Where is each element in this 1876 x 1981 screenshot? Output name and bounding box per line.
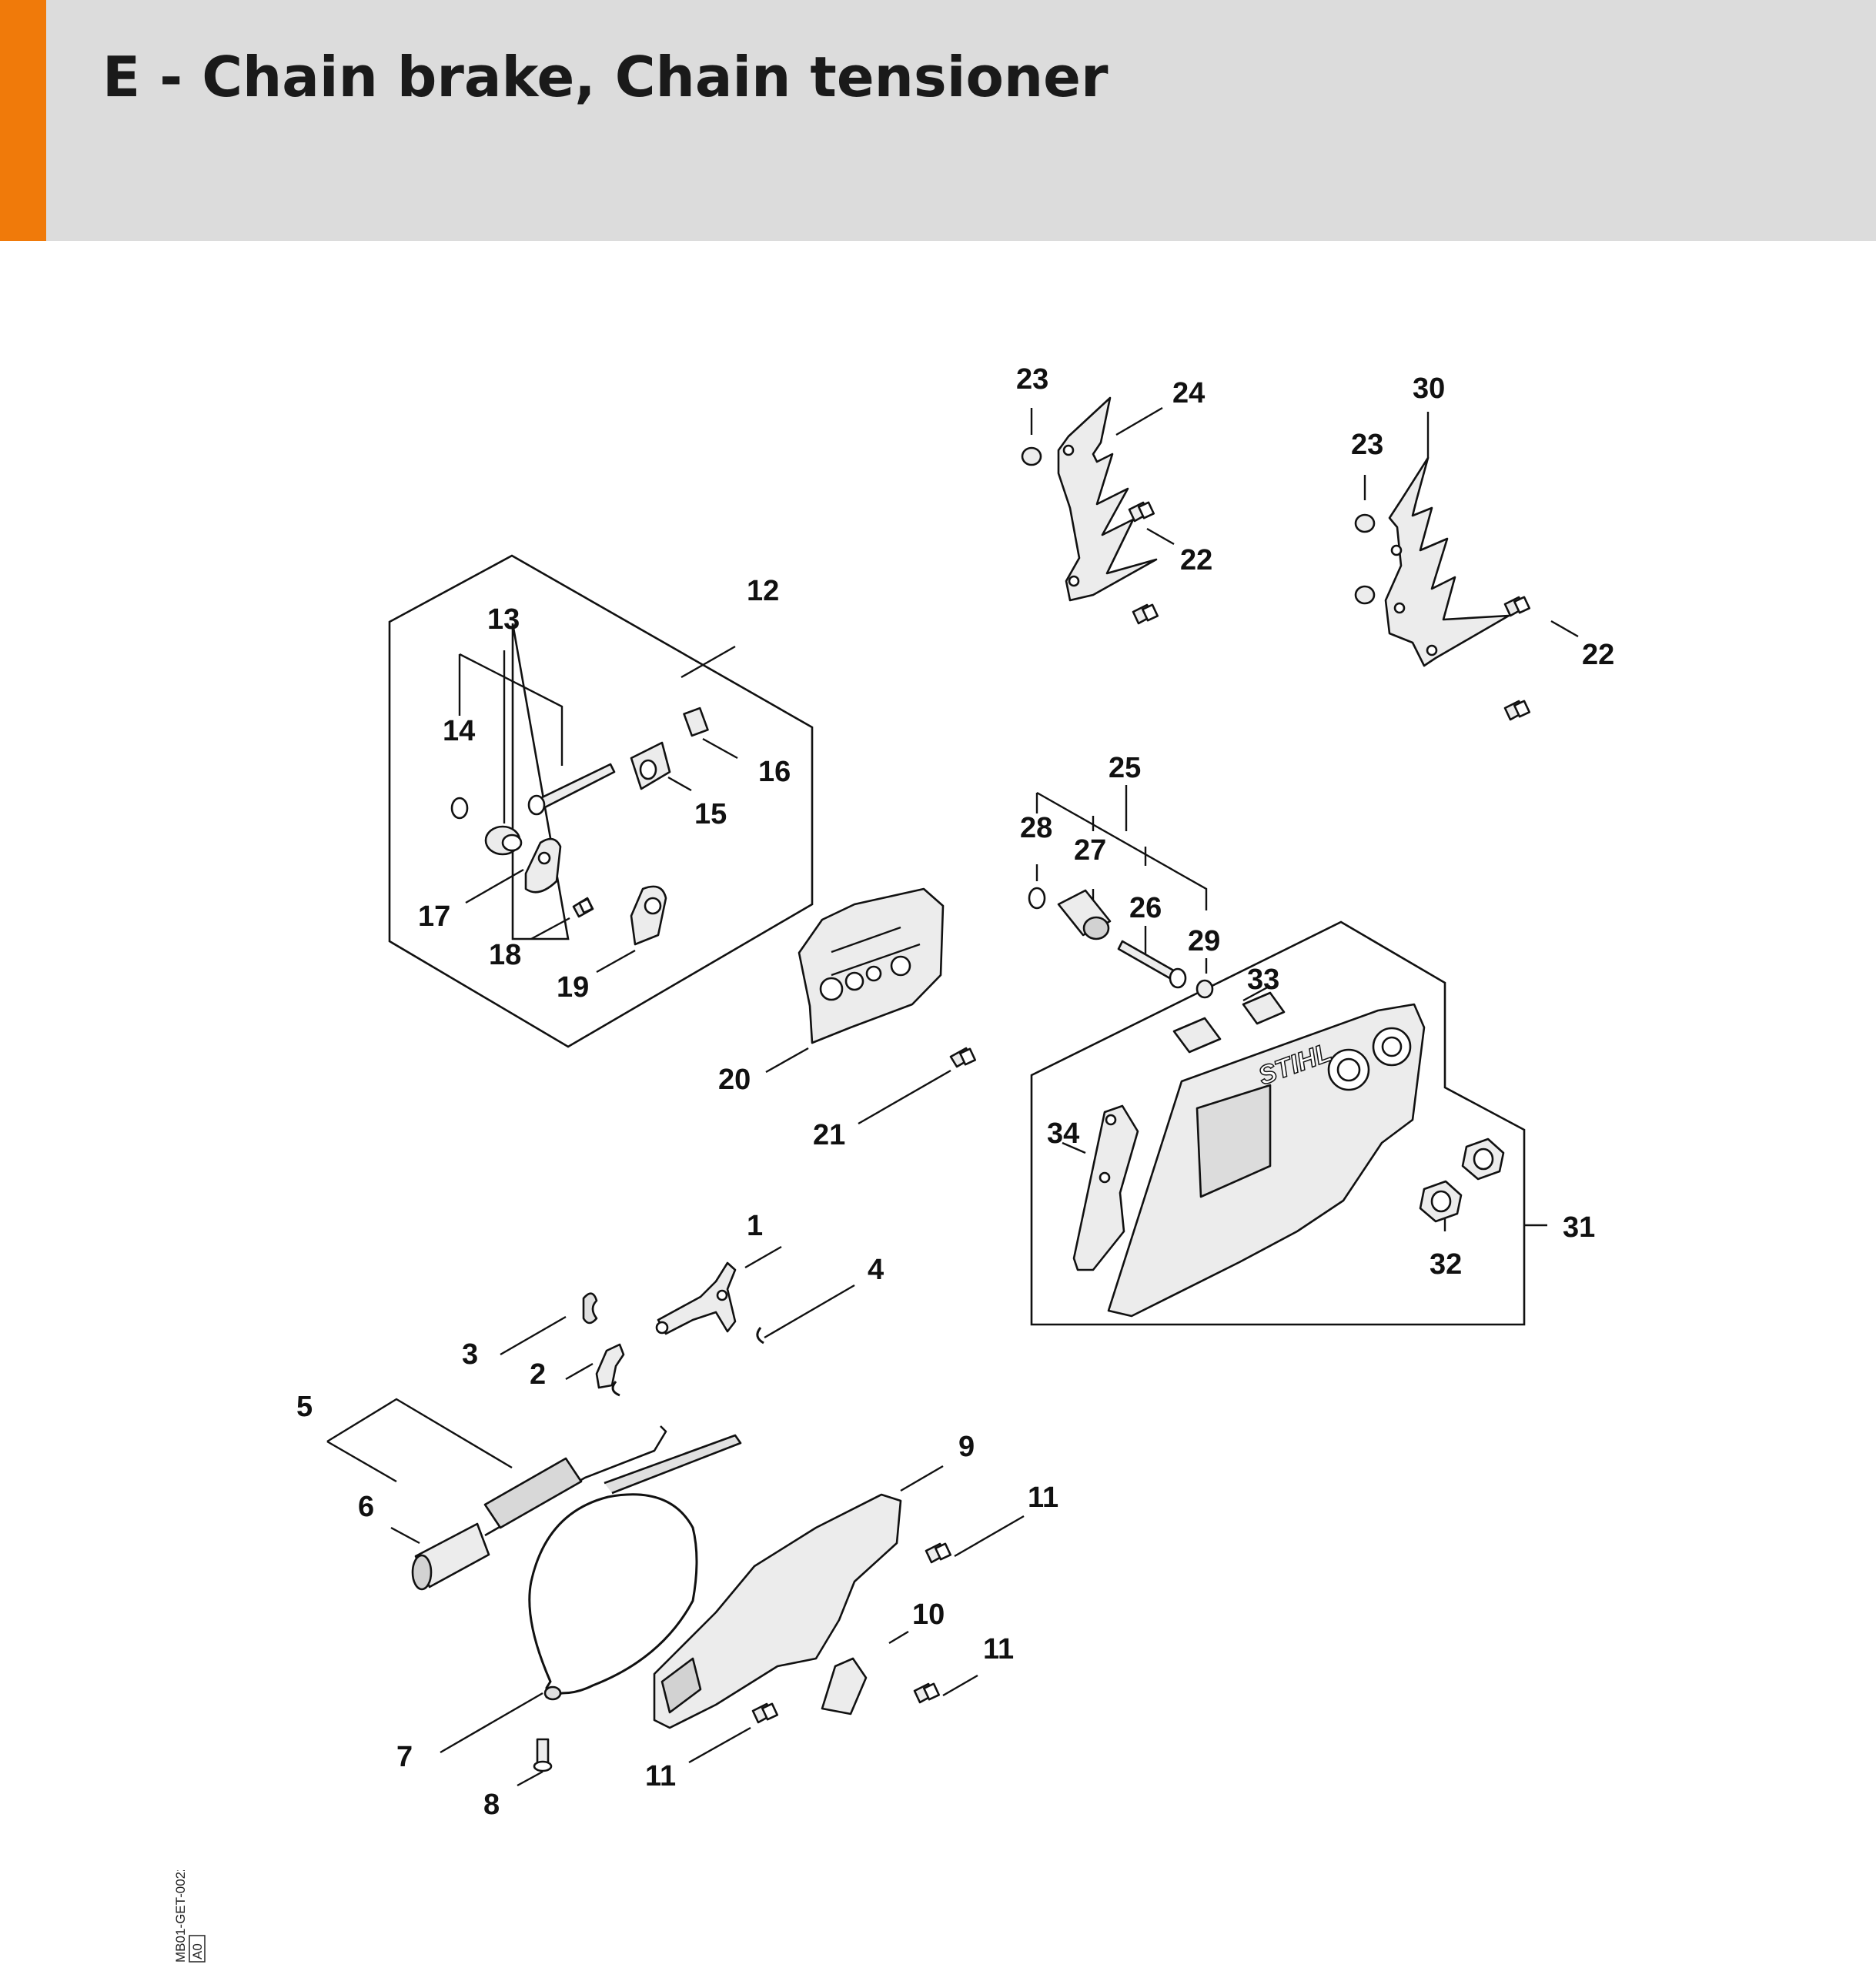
label-14: 14 [443,715,475,747]
part-22-screw-right [1503,596,1531,721]
part-2-pawl [595,1343,625,1397]
part-15-nut [630,741,671,790]
label-2: 2 [530,1358,546,1391]
part-32-nut [1419,1137,1505,1223]
label-13: 13 [487,603,520,636]
part-34-guide [1072,1104,1139,1271]
part-7-brake-band [528,1434,742,1701]
label-24: 24 [1172,377,1205,409]
label-22-a: 22 [1180,544,1212,576]
part-23-nut-right [1354,513,1376,605]
label-27: 27 [1074,834,1106,867]
part-18-screw [572,897,594,918]
part-30-bumper-spike [1384,456,1510,667]
label-8: 8 [483,1789,500,1821]
part-14-ring [450,797,469,820]
part-31-sprocket-cover: STIHL [1107,1003,1426,1318]
part-20-side-plate [798,887,945,1044]
part-23-nut-top [1021,446,1042,466]
label-9: 9 [958,1431,975,1463]
part-33-pad [1172,991,1286,1054]
part-29-nut [1195,979,1214,999]
label-18: 18 [489,939,521,971]
part-6-sleeve [411,1522,490,1591]
part-11-screws [751,1542,952,1724]
part-9-handguard [653,1493,902,1729]
label-11-b: 11 [983,1633,1014,1665]
label-17: 17 [418,900,450,933]
label-26: 26 [1129,892,1162,924]
label-32: 32 [1430,1248,1462,1281]
part-3-spring [582,1292,598,1325]
page-header: E - Chain brake, Chain tensioner [0,0,1876,241]
part-tensioner-screw [527,763,616,816]
part-8-screw [533,1738,553,1772]
part-21-screw [949,1047,977,1068]
label-30: 30 [1413,372,1445,405]
part-13-bushing [484,825,523,856]
leader-lines [326,406,1579,1787]
part-labels: 1 2 3 4 5 6 7 8 9 10 11 11 11 12 13 14 1… [296,363,1614,1821]
label-29: 29 [1188,925,1220,957]
label-23-b: 23 [1351,429,1383,461]
label-25: 25 [1109,752,1141,784]
part-24-bumper-spike [1057,396,1158,602]
part-4-clip [756,1327,764,1345]
label-16: 16 [758,756,791,788]
part-5-spring [483,1425,667,1537]
part-17-plate [524,837,562,894]
label-34: 34 [1047,1117,1079,1150]
part-26-bolt [1117,940,1187,989]
label-11-c: 11 [645,1760,676,1792]
reference-code-block: MB01-GET-0022 A0 [173,1870,206,1963]
parts-diagram: STIHL [296,363,1614,1821]
kit-12-group [511,623,570,940]
label-21: 21 [813,1119,845,1151]
label-31: 31 [1563,1211,1595,1244]
part-22-screw-top [1128,501,1159,625]
part-19-gear [630,885,667,946]
label-22-b: 22 [1582,639,1614,671]
part-16-clip [683,707,709,737]
label-11-a: 11 [1028,1482,1058,1514]
part-10-pad [821,1657,868,1715]
label-23-a: 23 [1016,363,1048,396]
label-5: 5 [296,1391,313,1423]
reference-tag: A0 [190,1943,205,1959]
cover-31-frame [1030,920,1526,1326]
reference-code: MB01-GET-0022 [173,1870,188,1963]
label-15: 15 [694,798,727,830]
part-28-ring [1028,887,1046,910]
page-title: E - Chain brake, Chain tensioner [102,45,1109,109]
label-4: 4 [868,1254,884,1286]
part-27-sleeve [1057,889,1112,940]
label-19: 19 [557,971,589,1004]
label-12: 12 [747,575,779,607]
label-20: 20 [718,1064,751,1096]
label-10: 10 [912,1598,945,1631]
kit-12-outline [511,623,570,940]
label-33: 33 [1247,964,1279,996]
label-3: 3 [462,1338,478,1371]
part-1-lever [655,1261,737,1335]
label-6: 6 [358,1491,374,1523]
label-1: 1 [747,1210,763,1242]
kit-12-hex [388,554,814,1048]
label-7: 7 [396,1741,413,1773]
accent-bar [0,0,46,241]
label-28: 28 [1020,812,1052,844]
